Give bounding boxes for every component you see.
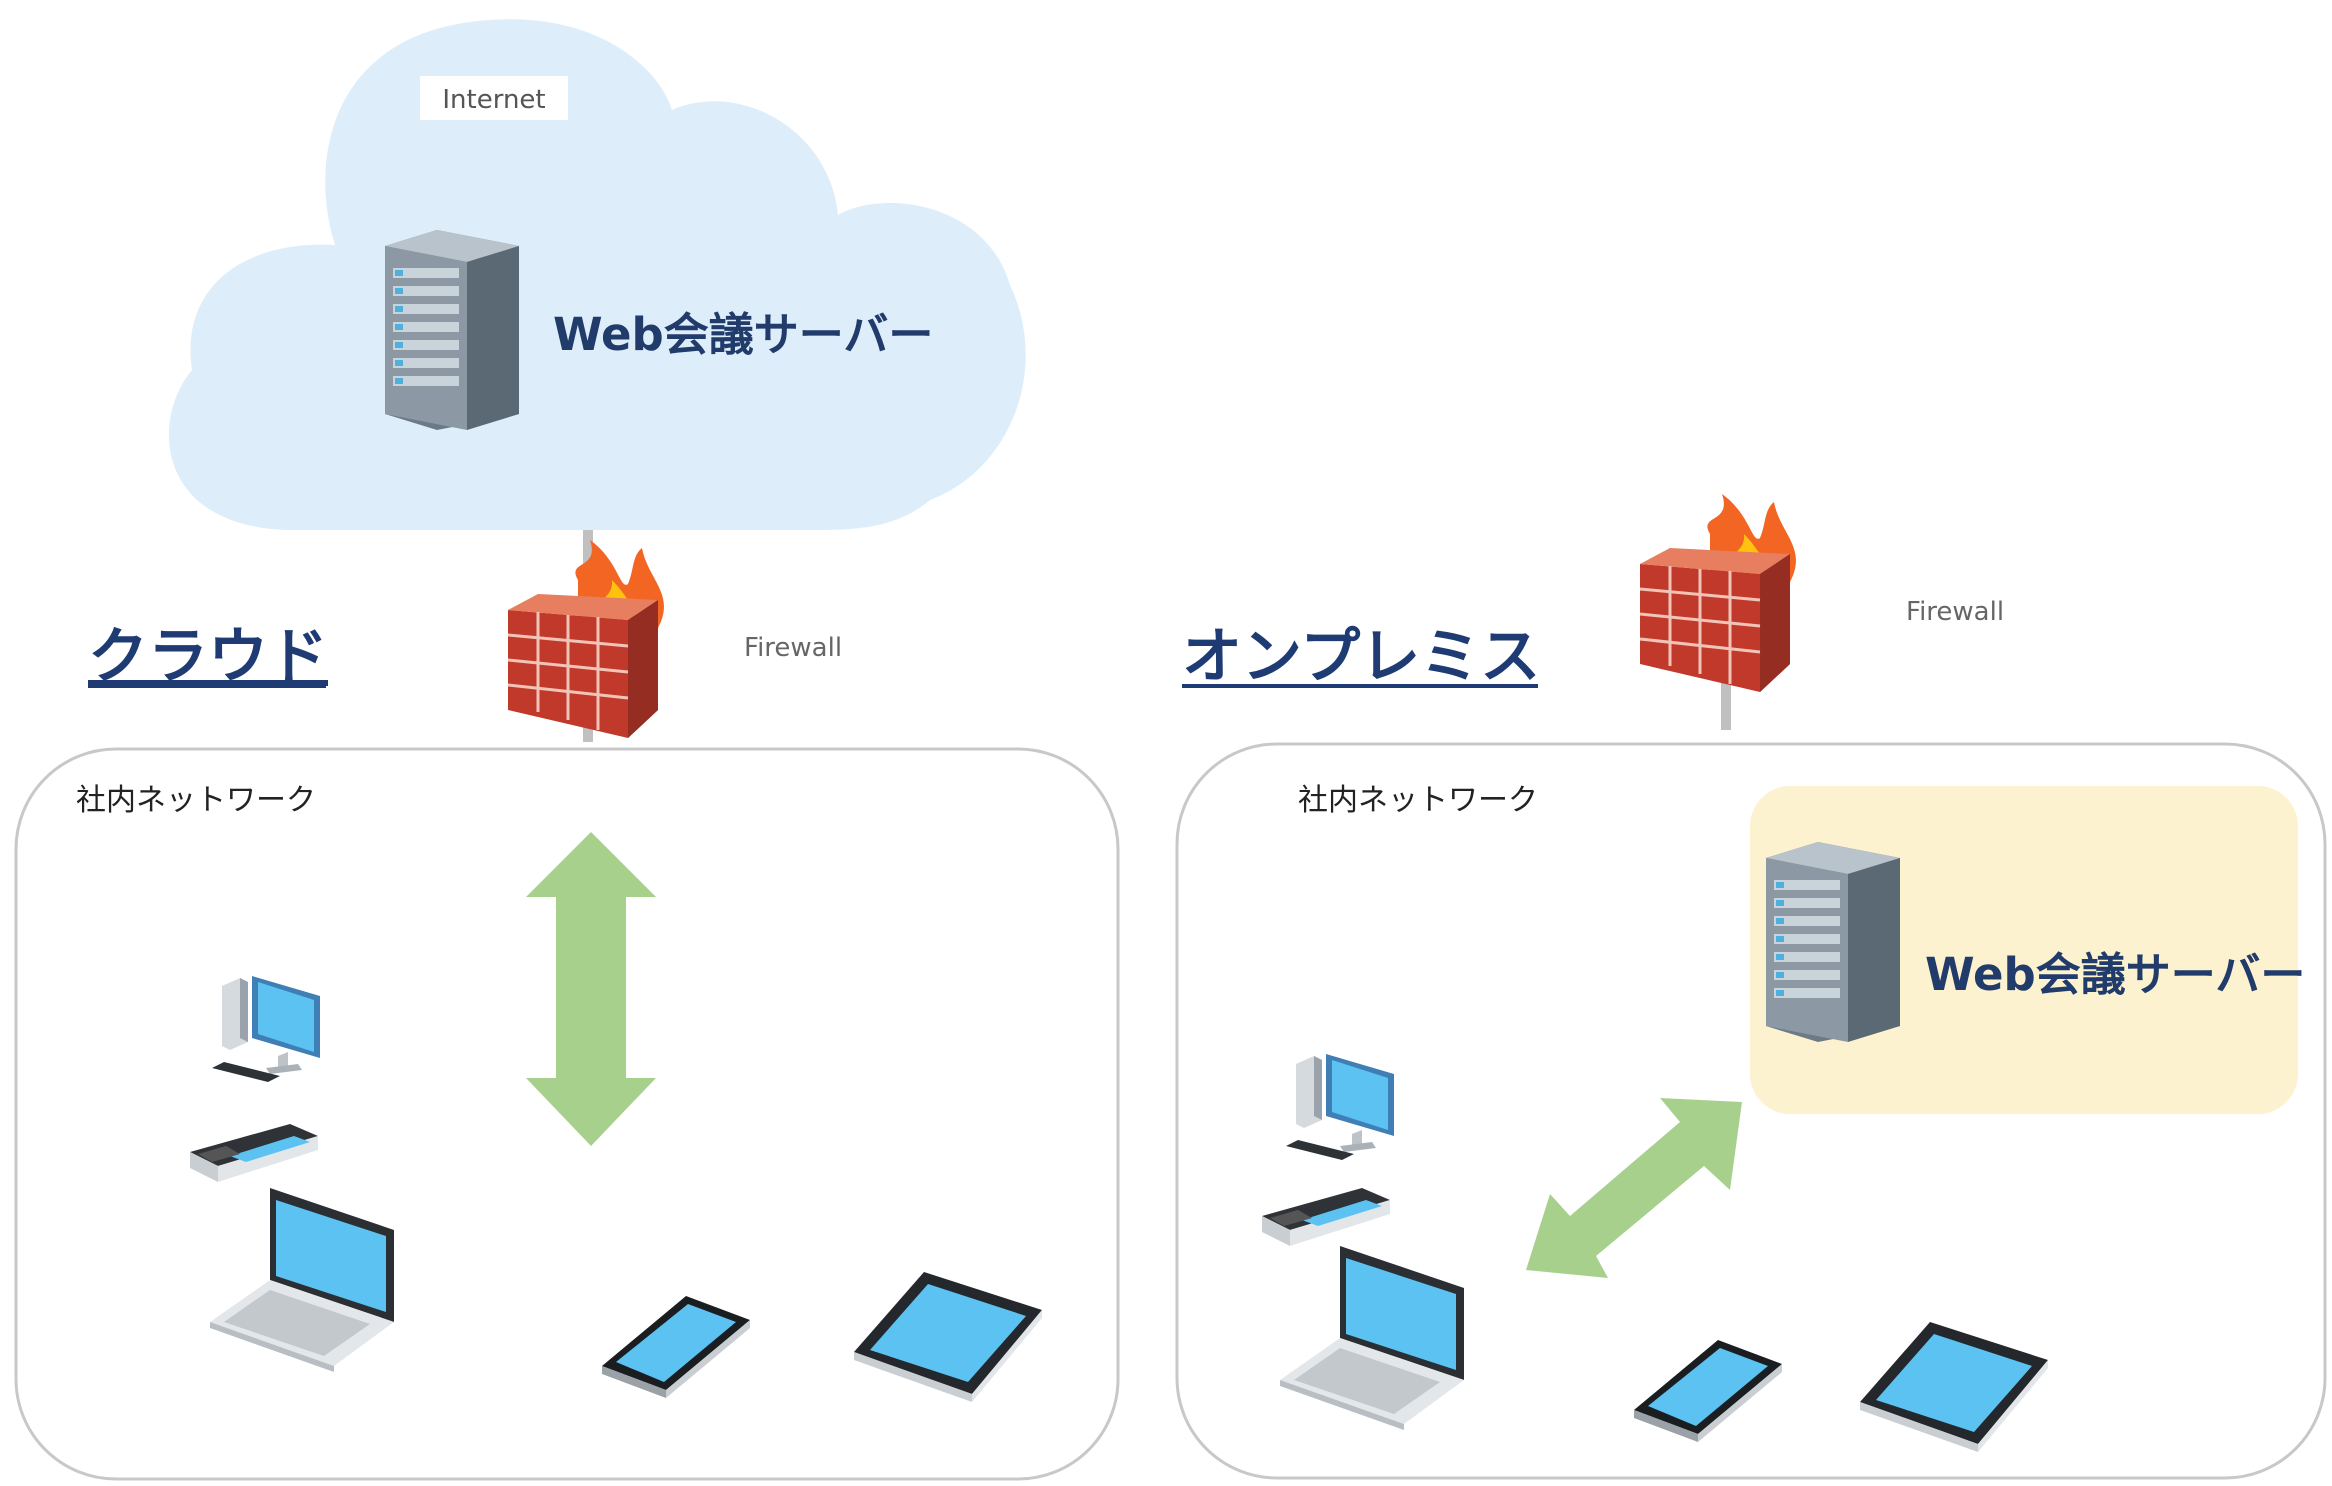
cloud-tablet-icon — [854, 1272, 1042, 1402]
cloud-laptop-icon — [210, 1188, 394, 1372]
internet-cloud — [168, 19, 1026, 530]
cloud-vertical-arrow-icon — [526, 832, 656, 1146]
internet-label-box — [420, 76, 568, 120]
onprem-diagonal-arrow-icon — [1526, 1098, 1742, 1278]
onprem-firewall-label: Firewall — [1906, 597, 2004, 627]
onprem-server-icon — [1766, 842, 1900, 1042]
onprem-smartphone-icon — [1634, 1340, 1782, 1442]
internet-label: Internet — [442, 85, 545, 115]
onprem-internal-network — [1175, 742, 2327, 1480]
cloud-smartphone-icon — [602, 1296, 750, 1398]
cloud-feature-phone-icon — [190, 1124, 318, 1182]
cloud-internal-network — [14, 747, 1120, 1481]
onprem-desktop-pc-icon — [1286, 1054, 1394, 1160]
cloud-title: クラウド — [88, 622, 328, 692]
cloud-firewall-icon — [506, 538, 666, 740]
onprem-tablet-icon — [1860, 1322, 2048, 1452]
cloud-server-icon — [385, 230, 519, 430]
cloud-network-label: 社内ネットワーク — [76, 783, 316, 818]
onprem-title: オンプレミス — [1182, 622, 1540, 692]
onprem-network-label: 社内ネットワーク — [1298, 783, 1538, 818]
onprem-firewall-icon — [1638, 492, 1798, 694]
cloud-desktop-pc-icon — [212, 976, 320, 1082]
onprem-feature-phone-icon — [1262, 1188, 1390, 1246]
onprem-server-label: Web会議サーバー — [1925, 948, 2305, 1001]
cloud-firewall-label: Firewall — [744, 633, 842, 663]
onprem-laptop-icon — [1280, 1246, 1464, 1430]
cloud-server-label: Web会議サーバー — [553, 308, 933, 361]
